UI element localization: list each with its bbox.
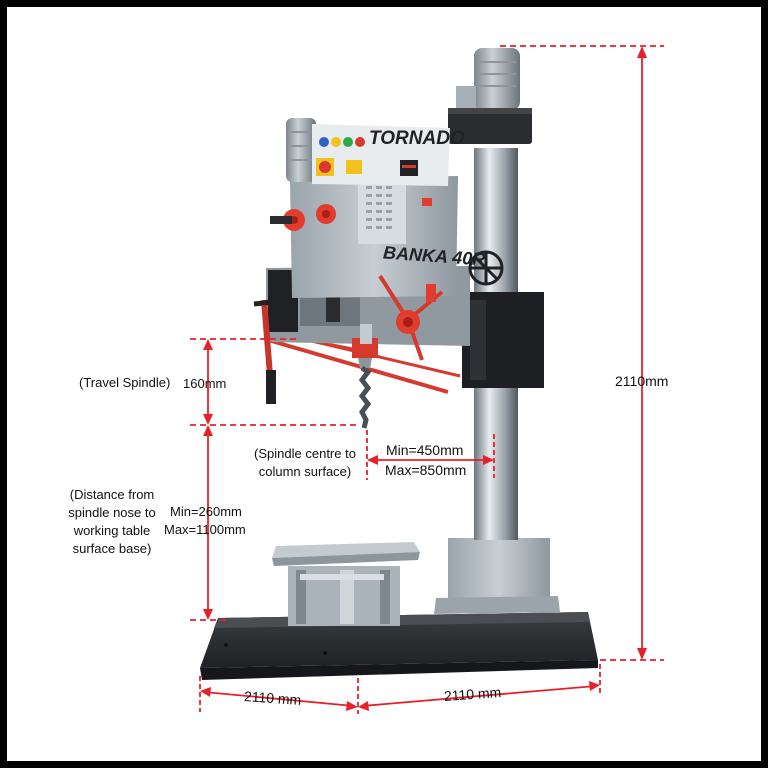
drill-machine-diagram: TORNADO BANKA 40R 2110mm (Travel Spindle… [7, 7, 761, 761]
blue-button-icon [319, 137, 329, 147]
overall-height-label: 2110mm [615, 373, 669, 389]
red-button-icon [355, 137, 365, 147]
spindle-centre-label-line-1: (Spindle centre to [254, 446, 356, 461]
nose-distance-label-line-2: spindle nose to [68, 505, 156, 520]
feed-handwheel-icon [378, 274, 444, 361]
spindle-centre-label-line-2: column surface) [258, 464, 352, 479]
image-frame: TORNADO BANKA 40R 2110mm (Travel Spindle… [7, 7, 761, 761]
spindle-centre-max: Max=850mm [385, 462, 467, 478]
travel-spindle-value: 160mm [183, 376, 227, 391]
spindle-centre-min: Min=450mm [386, 442, 464, 458]
green-button-icon [343, 137, 353, 147]
work-table [272, 542, 420, 626]
nose-distance-label-line-4: surface base) [72, 541, 152, 556]
control-panel [312, 124, 450, 186]
dimension-lines [190, 45, 664, 714]
base-width-left-line [203, 691, 355, 707]
nose-distance-max: Max=1100mm [164, 522, 246, 537]
drill-bit-icon [358, 365, 372, 429]
arm-lock-lever [253, 297, 291, 404]
head-motor [286, 118, 316, 182]
column-handwheel-icon [468, 250, 504, 286]
base-width-right-line [361, 685, 597, 707]
nose-distance-min: Min=260mm [170, 504, 242, 519]
speed-knobs [270, 204, 336, 231]
nose-distance-label-line-1: (Distance from [69, 487, 155, 502]
dimension-arrows [200, 46, 647, 711]
top-motor [448, 48, 532, 144]
brand-logo-text: TORNADO [369, 128, 465, 149]
drill-head [290, 176, 458, 298]
yellow-button-icon [331, 137, 341, 147]
machine-drawing [190, 45, 664, 714]
spindle [352, 324, 378, 429]
arm-carriage [462, 292, 544, 388]
column-foot [434, 538, 560, 614]
travel-spindle-label: (Travel Spindle) [79, 375, 171, 390]
nose-distance-label-line-3: working table [73, 523, 151, 538]
